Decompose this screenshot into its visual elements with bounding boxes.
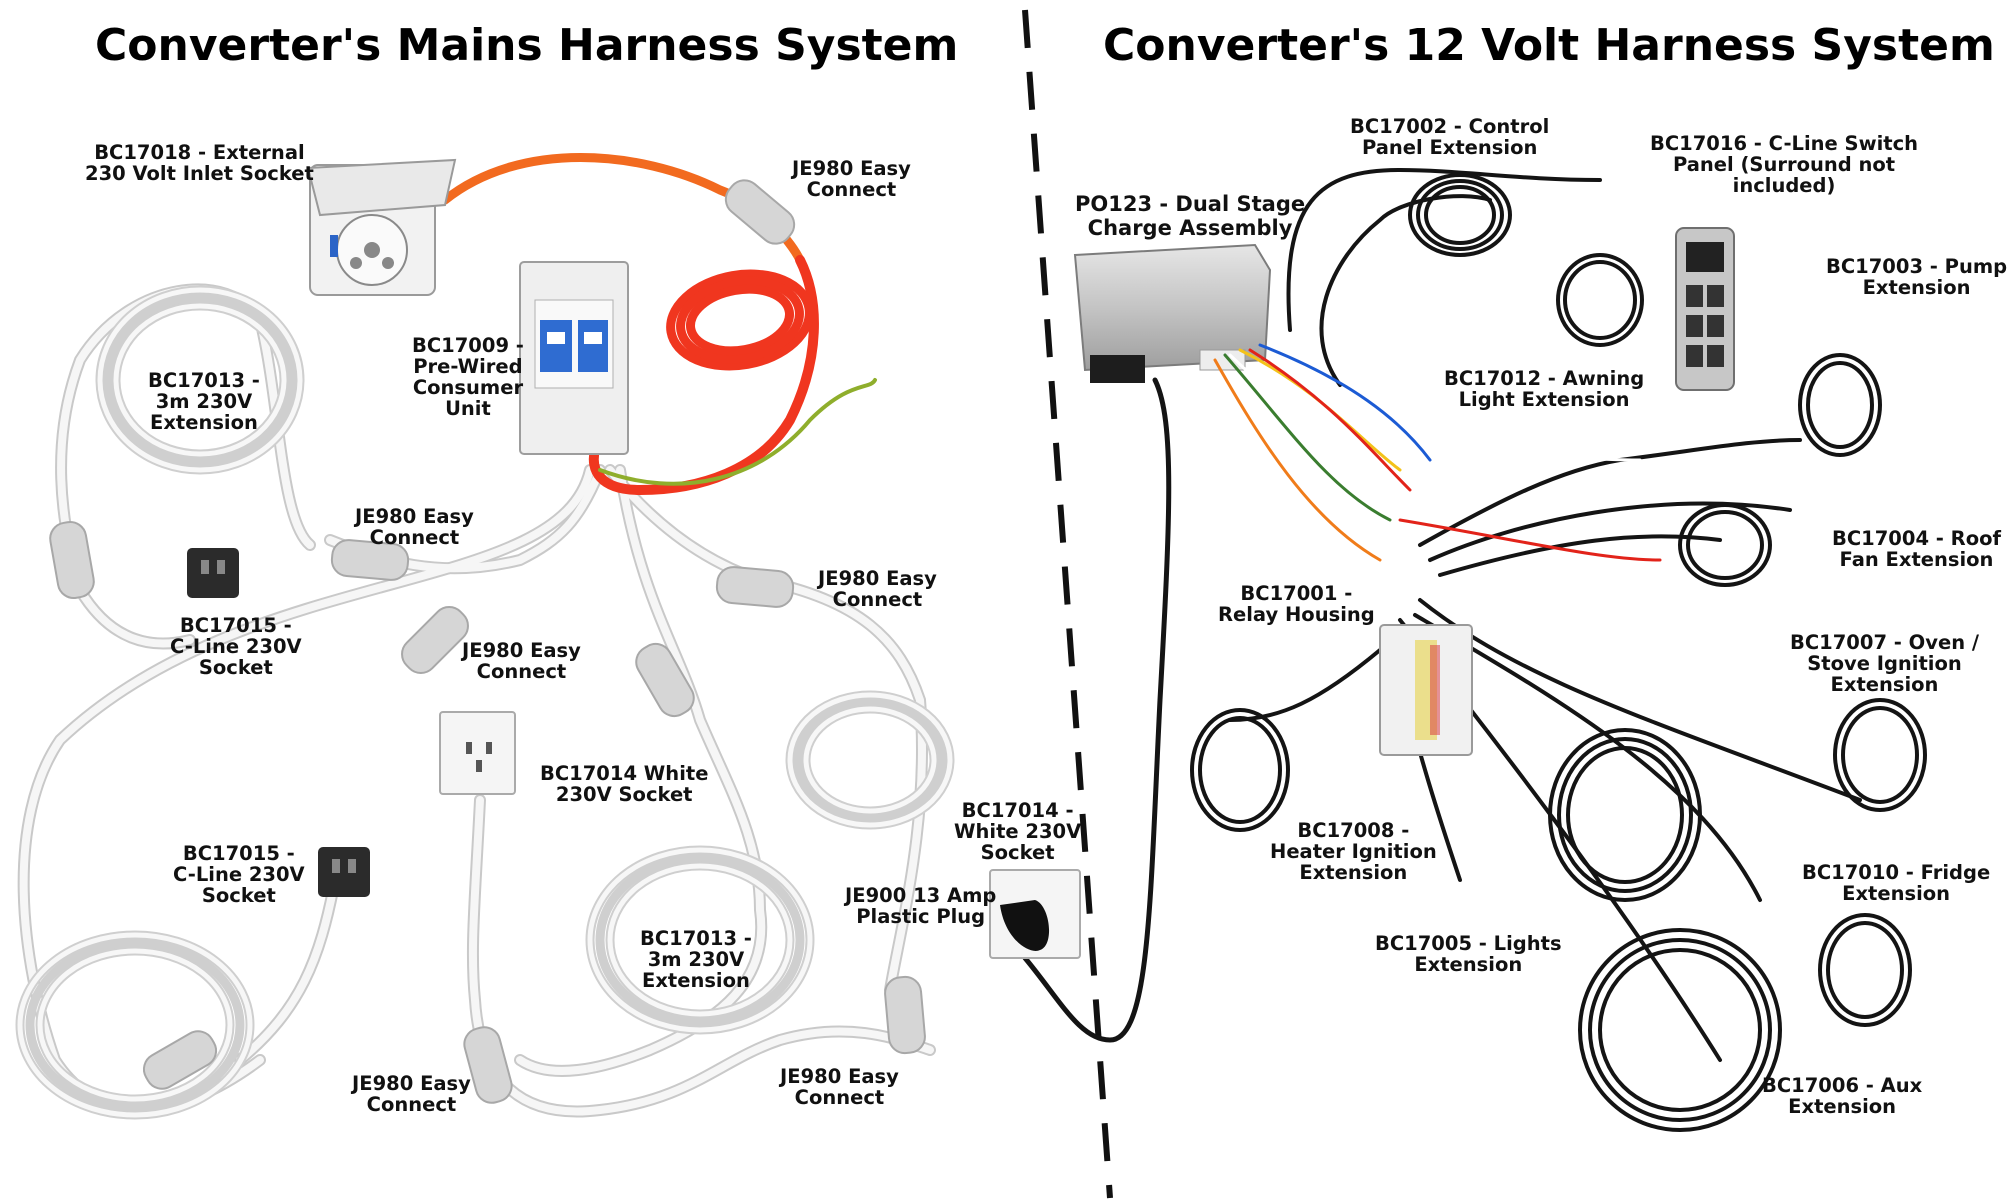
twelve-volt-harness-title: Converter's 12 Volt Harness System [1103, 20, 1995, 71]
mains-harness-title: Converter's Mains Harness System [95, 20, 959, 71]
section-divider [1022, 9, 1113, 1199]
c-line-switch-panel [1675, 227, 1735, 391]
white-230v-sockets [439, 711, 1081, 959]
charge-assembly [1073, 243, 1272, 383]
consumer-unit [519, 261, 629, 455]
external-inlet-socket [306, 158, 457, 296]
easy-connect-blocks [49, 179, 926, 1104]
c-line-sockets [187, 548, 370, 897]
label-bc17001-relay-housing: BC17001 -Relay Housing [1218, 582, 1375, 626]
relay-housing [1379, 624, 1473, 756]
mains-cables [15, 153, 1172, 1120]
